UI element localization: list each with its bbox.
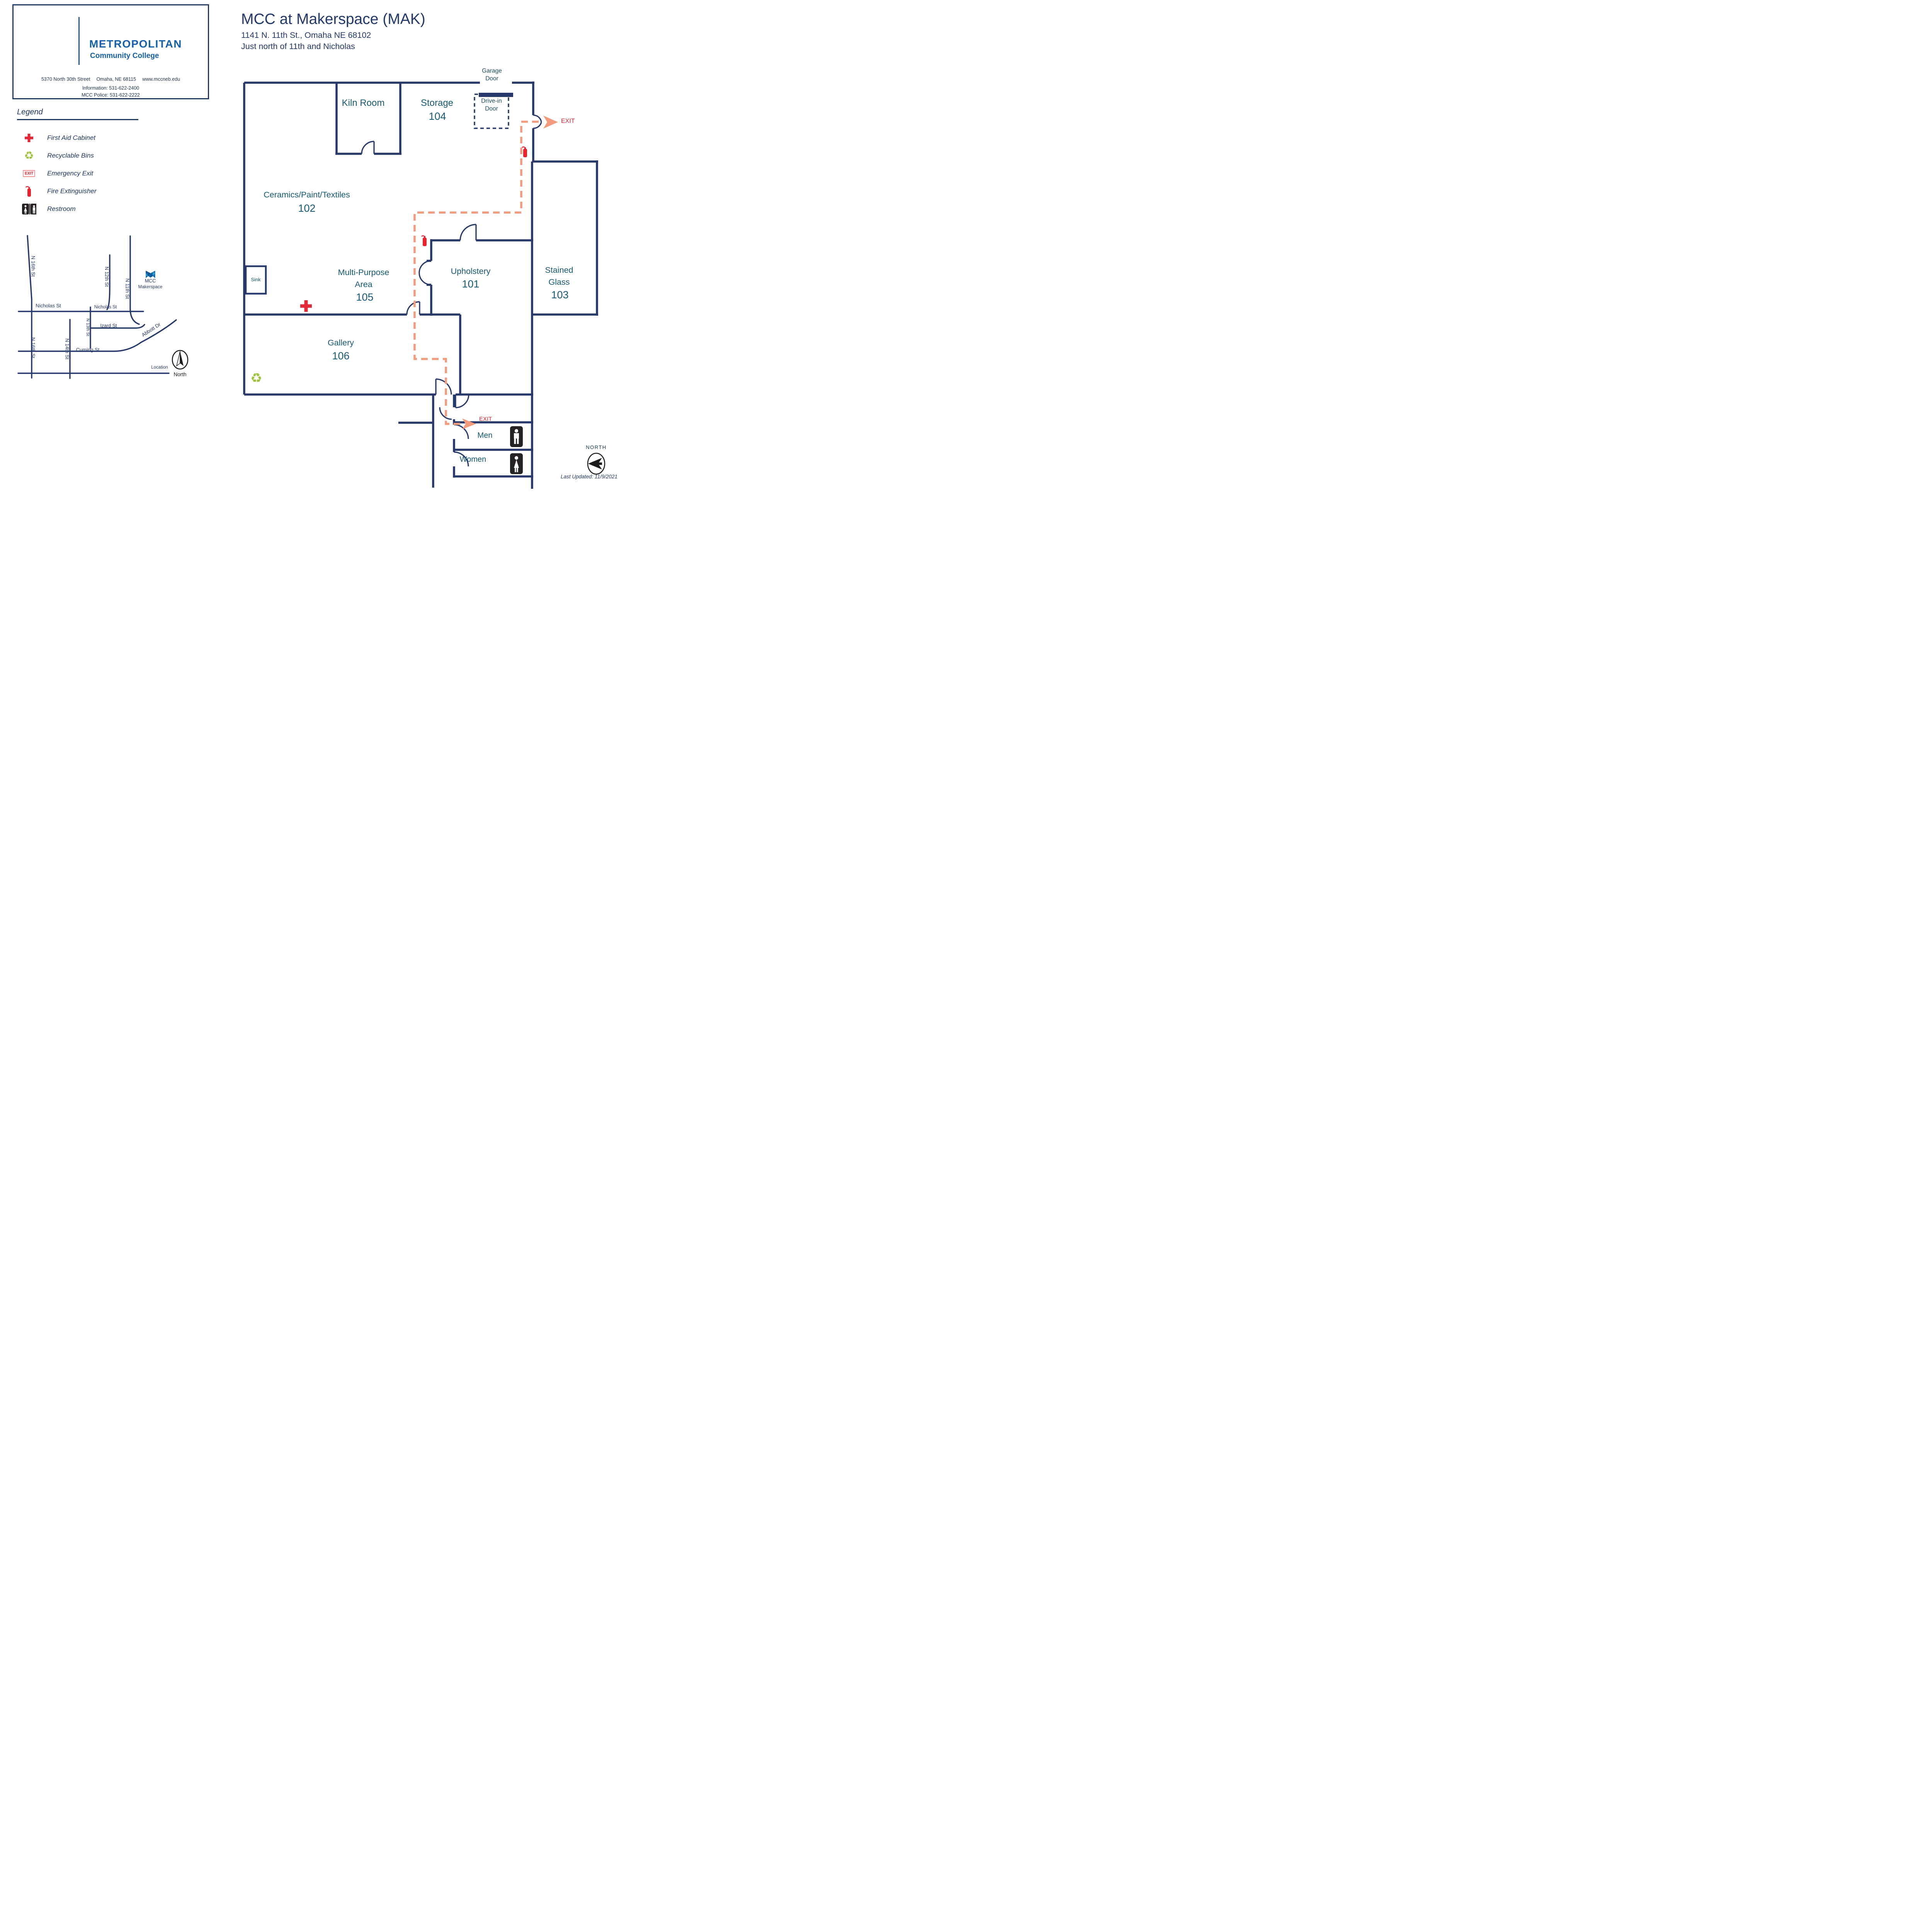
legend-item-first-aid: First Aid Cabinet [22, 129, 97, 147]
legend-item-label: First Aid Cabinet [47, 134, 96, 141]
women-door [454, 451, 469, 467]
room-label-ceramics: Ceramics/Paint/Textiles [264, 190, 350, 199]
street-label-nicholas-right: Nicholas St [94, 305, 117, 310]
room-number-ceramics: 102 [298, 202, 316, 214]
header-address-city: Omaha, NE 68115 [96, 77, 136, 82]
street-label-izard: Izard St [100, 323, 117, 328]
women-restroom-sign-icon [510, 453, 523, 474]
minimap-marker-title: MCC [145, 278, 156, 284]
room-number-upholstery: 101 [462, 278, 480, 290]
page-title: MCC at Makerspace (MAK) [241, 11, 425, 27]
header-address-web: www.mccneb.edu [142, 77, 180, 82]
street-n11 [129, 235, 140, 325]
legend-item-label: Fire Extinguisher [47, 187, 97, 195]
last-updated: Last Updated: 11/9/2021 [561, 474, 617, 480]
room-number-storage: 104 [429, 111, 446, 122]
legend-item-restroom: Restroom [22, 200, 97, 218]
door-arcs [361, 114, 542, 467]
minimap-location-label: Location [151, 365, 168, 370]
street-label-n13: N 13th St [85, 318, 90, 336]
label-garage-door: Garage Door [482, 68, 502, 82]
room-label-stained: Stained Glass [545, 265, 573, 287]
room-number-stained: 103 [551, 289, 569, 301]
men-restroom-sign-icon [510, 426, 523, 447]
street-label-n12: N 12th St [104, 266, 109, 287]
room-label-storage: Storage [420, 98, 454, 108]
room-label-multi: Multi-Purpose Area [338, 268, 389, 289]
room-number-multi: 105 [356, 291, 374, 303]
label-drive-in-door: Drive-in Door [481, 98, 502, 112]
building-walls [243, 82, 598, 489]
exit-label-top: EXIT [561, 118, 575, 124]
upholstery-double-door [418, 260, 432, 286]
legend-item-extinguisher: Fire Extinguisher [22, 182, 97, 200]
minimap-north-compass-icon [172, 350, 189, 370]
legend-item-label: Restroom [47, 205, 76, 213]
legend: First Aid Cabinet ♻ Recyclable Bins EXIT… [22, 129, 97, 218]
room-label-women: Women [459, 455, 486, 464]
brand-name: METROPOLITAN [89, 38, 182, 50]
street-label-n14: N 14th St [64, 338, 70, 360]
street-label-cuming: Cuming St [76, 347, 100, 353]
header-divider [78, 17, 80, 65]
upholstery-top-door [459, 224, 477, 241]
emergency-exit-icon: EXIT [22, 170, 36, 177]
legend-underline [17, 119, 138, 120]
room-label-gallery: Gallery [327, 338, 354, 347]
exit-label-bottom: EXIT [479, 416, 492, 422]
drive-in-door-outline [474, 94, 509, 129]
legend-item-label: Recyclable Bins [47, 152, 94, 159]
minimap-north-label: North [173, 371, 187, 378]
header-address-line: 5370 North 30th Street Omaha, NE 68115 w… [14, 77, 208, 82]
north-label: NORTH [586, 444, 607, 450]
exit-arrow-bottom-icon [462, 418, 476, 429]
header-info-line: Information: 531-622-2400 [82, 85, 139, 91]
label-sink: Sink [251, 277, 261, 282]
gallery-exit-door [435, 378, 452, 395]
recycle-icon: ♻ [250, 371, 262, 386]
restroom-icon [22, 203, 36, 215]
room-number-gallery: 106 [332, 350, 350, 362]
street-n12 [106, 254, 111, 310]
street-label-n16-lower: N 16th St [30, 337, 36, 359]
exit-arrow-top-icon [543, 116, 558, 129]
legend-title: Legend [17, 108, 43, 116]
minimap-streets [17, 235, 177, 379]
sink-box [245, 265, 267, 295]
legend-item-label: Emergency Exit [47, 170, 94, 177]
top-exit-door [533, 114, 542, 129]
room-label-upholstery: Upholstery [451, 267, 491, 276]
minimap-logo-icon [146, 270, 155, 278]
street-label-nicholas-left: Nicholas St [36, 303, 61, 309]
kiln-door [361, 141, 375, 154]
header-police-line: MCC Police: 531-622-2222 [82, 92, 140, 98]
legend-item-exit: EXIT Emergency Exit [22, 165, 97, 182]
header-card: METROPOLITAN Community College 5370 Nort… [12, 4, 209, 99]
multipurpose-door [406, 301, 420, 315]
fire-extinguisher-icon-upholstery [421, 235, 427, 246]
north-compass-icon [587, 452, 605, 475]
street-izard [90, 324, 145, 329]
minimap-marker-sub: Makerspace [138, 285, 163, 289]
page-title-note: Just north of 11th and Nicholas [241, 42, 355, 51]
recycle-icon: ♻ [24, 149, 34, 162]
first-aid-cross-icon [22, 133, 36, 143]
room-label-men: Men [477, 431, 493, 440]
corridor-door [439, 407, 452, 420]
page-title-address: 1141 N. 11th St., Omaha NE 68102 [241, 31, 371, 40]
fire-extinguisher-icon [22, 185, 36, 197]
exit-box-label: EXIT [23, 170, 35, 177]
brand-subtitle: Community College [90, 52, 159, 60]
fire-extinguisher-icon-top [522, 146, 527, 157]
legend-item-recycle: ♻ Recyclable Bins [22, 147, 97, 165]
first-aid-cross-icon [300, 300, 312, 312]
street-label-n16-upper: N 16th St [30, 255, 36, 277]
street-label-n11: N 11th St [124, 278, 131, 299]
street-cuming-abbott [18, 319, 177, 352]
header-address-street: 5370 North 30th Street [41, 77, 90, 82]
evacuation-route [413, 121, 539, 425]
room-label-kiln: Kiln Room [342, 98, 385, 108]
bottom-exit-door [455, 394, 469, 408]
